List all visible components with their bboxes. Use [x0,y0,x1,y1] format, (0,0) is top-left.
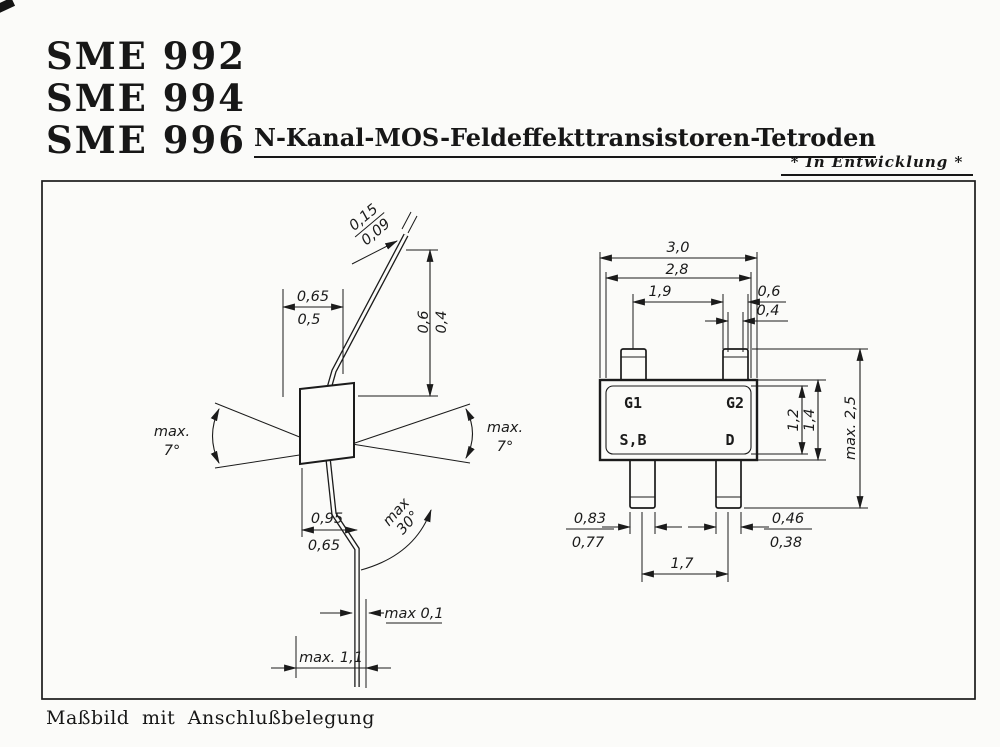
dim-top-width-max: 0,65 [297,289,329,305]
dim-overall-height-side: max. 1,1 [299,650,363,666]
lead-sb [629,456,656,509]
dim-lead-height-max: 0,6 [416,310,432,333]
drawing-border [41,180,976,700]
model-name-1: SME 992 [46,34,246,78]
model-name-3: SME 996 [46,118,246,162]
dim-standoff: max 0,1 [384,606,443,622]
dim-foot-offset-max: 0,95 [311,511,343,527]
dim-lead-pitch-bottom: 1,7 [670,556,694,572]
pin-label-g2: G2 [726,394,744,412]
dim-lead-bl-max: 0,83 [574,511,606,527]
dim-tilt-right-max: max. [487,420,523,436]
dim-overall-height-top: max. 2,5 [843,396,859,460]
dim-tilt-left-angle: 7° [164,443,180,459]
dim-lead-br-max: 0,46 [772,511,804,527]
dim-tilt-left-max: max. [154,424,190,440]
dim-lead-pitch-top: 1,9 [648,284,671,300]
pin-label-d: D [725,431,734,449]
page-title: N-Kanal-MOS-Feldeffekttransistoren-Tetro… [254,123,876,158]
dim-body-length-max: 1,4 [802,408,818,431]
dim-body-width-inner: 2,8 [665,262,688,278]
dim-body-length-min: 1,2 [786,408,802,431]
dim-lead-width-top-max: 0,6 [757,284,780,300]
lead-d [715,456,742,509]
pin-label-sb: S,B [619,431,646,449]
lead-g1 [620,348,647,384]
dim-lead-bl-min: 0,77 [572,535,605,551]
model-name-2: SME 994 [46,76,246,120]
top-view: G1 G2 S,B D 3,0 2,8 1,9 0,6 0,4 [566,240,868,582]
pin-label-g1: G1 [624,394,642,412]
dim-lead-height-min: 0,4 [434,310,450,333]
dim-lead-br-min: 0,38 [770,535,802,551]
dim-body-width-outer: 3,0 [666,240,689,256]
side-view: max. 7° max. 7° 0,15 0,09 0,65 0,5 [154,201,523,688]
dim-top-width-min: 0,5 [297,312,320,328]
figure-caption: Maßbild mit Anschlußbelegung [46,707,375,729]
dim-foot-offset-min: 0,65 [308,538,340,554]
development-status-note: * In Entwicklung * [781,153,973,176]
package-body-side [299,381,355,466]
dim-lead-width-top-min: 0,4 [756,303,779,319]
lead-g2 [722,348,749,384]
package-body-top [598,378,759,462]
dim-tilt-right-angle: 7° [497,439,513,455]
